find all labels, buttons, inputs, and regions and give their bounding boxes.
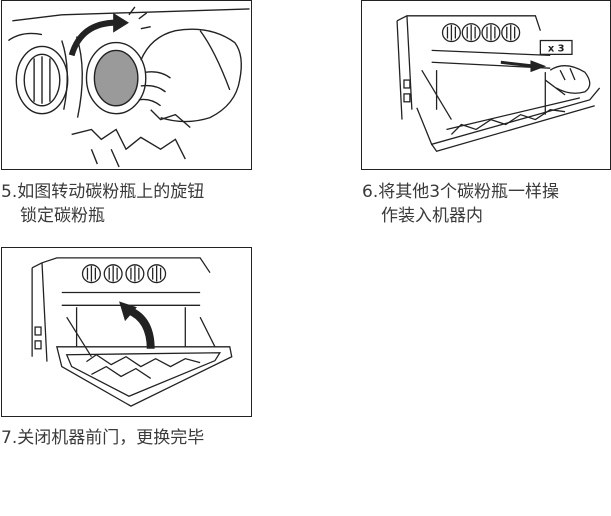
times-three-badge: x 3 xyxy=(539,39,573,56)
step-7-line1: 关闭机器前门，更换完毕 xyxy=(17,428,205,448)
step-5-line2: 锁定碳粉瓶 xyxy=(20,206,105,226)
step-7-caption: 7.关闭机器前门，更换完毕 xyxy=(1,426,204,450)
step-6-illustration: x 3 xyxy=(361,0,611,170)
step-5-number: 5. xyxy=(1,182,18,202)
step-5-caption: 5.如图转动碳粉瓶上的旋钮 锁定碳粉瓶 xyxy=(1,180,204,228)
step-6-caption: 6.将其他3个碳粉瓶一样操 作装入机器内 xyxy=(362,180,559,228)
step-6-line1: 将其他3个碳粉瓶一样操 xyxy=(378,182,560,202)
step-7-number: 7. xyxy=(1,428,18,448)
step-7-illustration xyxy=(1,247,252,417)
rotate-knob-illustration xyxy=(8,6,250,168)
step-5-illustration xyxy=(1,0,252,170)
step-6-line2: 作装入机器内 xyxy=(381,206,483,226)
close-door-illustration xyxy=(31,257,233,407)
badge-text: x 3 xyxy=(548,43,565,54)
step-6-number: 6. xyxy=(362,182,379,202)
install-bottles-illustration: x 3 xyxy=(396,15,601,152)
step-5-line1: 如图转动碳粉瓶上的旋钮 xyxy=(17,182,205,202)
